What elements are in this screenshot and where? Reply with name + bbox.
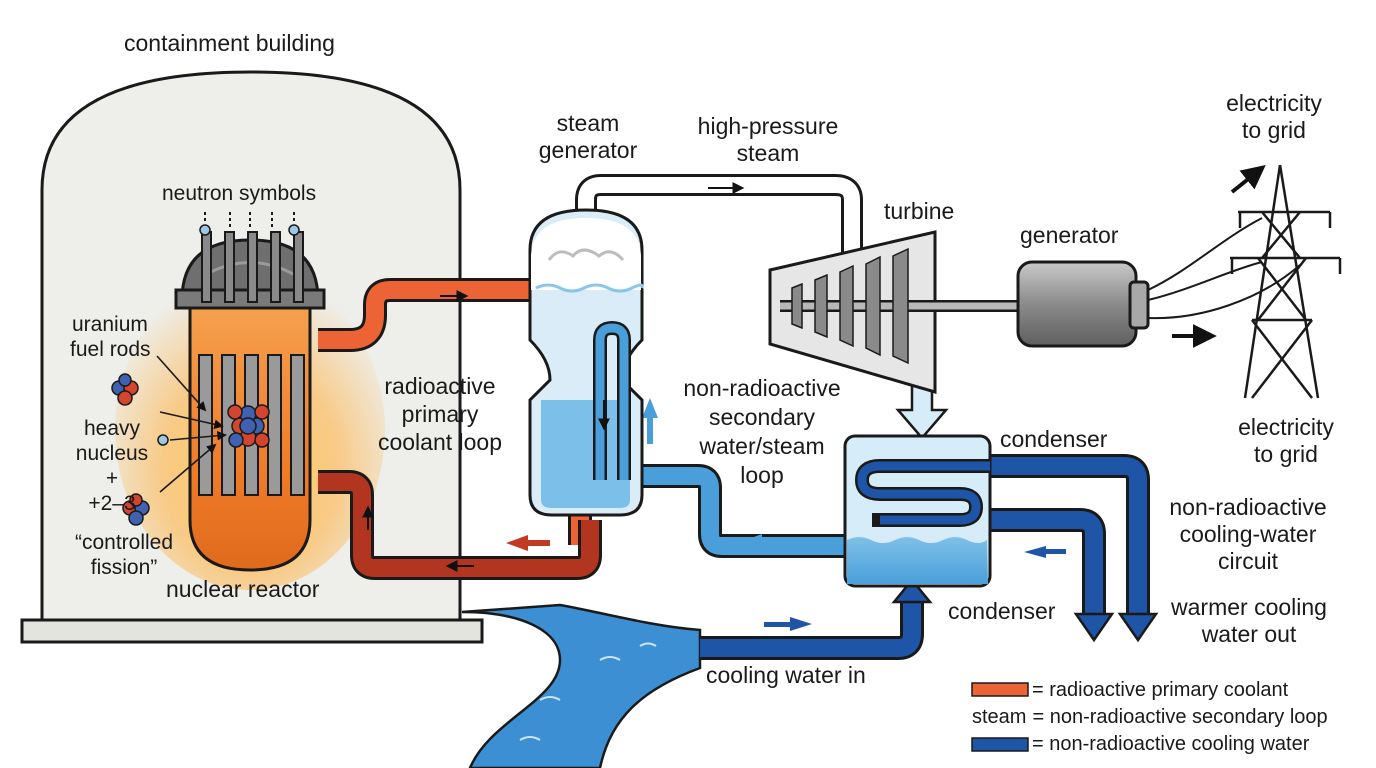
pointer-lines (156, 355, 227, 493)
nucleus-icon-bottom (122, 493, 150, 526)
label-line: water/steam (699, 433, 825, 459)
label-line: radioactive (384, 373, 496, 399)
legend-text: = non-radioactive cooling water (1032, 733, 1310, 755)
label-line: high-pressure (697, 113, 839, 139)
label-turbine: turbine (884, 198, 955, 224)
label-line: +2–3 (88, 492, 136, 515)
label-line: + (105, 467, 119, 490)
cooling-water-circuit (700, 454, 1159, 660)
label-high-pressure-steam: high-pressure steam (680, 113, 856, 167)
label-uranium-fuel-rods: uranium fuel rods (70, 312, 151, 362)
legend-item-cooling: = non-radioactive cooling water (1032, 733, 1309, 755)
legend-prefix: steam (972, 706, 1027, 728)
label-line: fission” (90, 556, 158, 579)
label-condenser-bottom: condenser (948, 598, 1056, 624)
label-nuclear-reactor: nuclear reactor (166, 576, 320, 602)
generator (1016, 217, 1301, 348)
label-condenser-top: condenser (1000, 426, 1108, 452)
legend-item-primary: = radioactive primary coolant (1032, 679, 1288, 701)
label-line: uranium (72, 313, 148, 336)
label-line: non-radioactive (683, 375, 841, 401)
label-electricity-bottom: electricity to grid (1224, 414, 1348, 468)
legend-text: = non-radioactive secondary loop (1032, 706, 1328, 728)
label-line: cooling-water (1179, 521, 1317, 547)
label-line: water out (1201, 621, 1297, 647)
label-line: electricity (1238, 414, 1334, 440)
label-warmer-water-out: warmer cooling water out (1156, 594, 1342, 648)
label-line: nucleus (75, 442, 149, 465)
label-generator: generator (1020, 222, 1119, 248)
neutron-symbols (199, 212, 300, 236)
legend-text: = radioactive primary coolant (1032, 679, 1289, 701)
legend-swatch-cooling (971, 737, 1029, 752)
label-secondary-loop: non-radioactive secondary water/steam lo… (664, 374, 860, 490)
nucleus-icon-top (111, 373, 139, 406)
incoming-neutron (157, 434, 169, 446)
label-electricity-top: electricity to grid (1212, 90, 1336, 144)
control-rods (201, 231, 304, 303)
label-line: primary (401, 401, 479, 427)
secondary-loop (575, 174, 949, 558)
legend-item-secondary: steam = non-radioactive secondary loop (972, 706, 1328, 728)
label-line: coolant loop (377, 429, 503, 455)
legend-swatch-primary (971, 682, 1029, 697)
label-line: warmer cooling (1171, 594, 1327, 620)
label-line: generator (538, 137, 638, 163)
label-line: steam (556, 110, 620, 136)
condenser (843, 434, 992, 588)
label-neutron-symbols: neutron symbols (162, 182, 317, 205)
steam-generator (528, 208, 644, 517)
electricity-arrow-up (1230, 165, 1266, 194)
transmission-tower (1230, 164, 1342, 399)
label-line: non-radioactive (1169, 494, 1327, 520)
label-line: electricity (1226, 90, 1322, 116)
fuel-rods (198, 354, 305, 496)
label-containment-building: containment building (124, 30, 335, 56)
turbine (768, 230, 1020, 394)
label-line: secondary (708, 404, 816, 430)
label-line: circuit (1217, 548, 1279, 574)
label-steam-generator: steam generator (528, 110, 648, 164)
label-line: to grid (1254, 441, 1318, 467)
label-controlled-fission: “controlled fission” (64, 530, 184, 580)
label-line: heavy (83, 417, 141, 440)
label-line: loop (740, 462, 784, 488)
label-cooling-water-in: cooling water in (706, 662, 866, 688)
label-line: fuel rods (70, 338, 151, 361)
label-primary-loop: radioactive primary coolant loop (370, 372, 510, 456)
heavy-nucleus-center (227, 404, 270, 448)
river (461, 603, 702, 768)
label-line: steam (736, 140, 800, 166)
label-cooling-circuit: non-radioactive cooling-water circuit (1150, 494, 1346, 575)
label-line: “controlled (74, 531, 174, 554)
label-heavy-nucleus: heavy nucleus + +2–3 (70, 416, 154, 516)
label-line: to grid (1242, 117, 1306, 143)
